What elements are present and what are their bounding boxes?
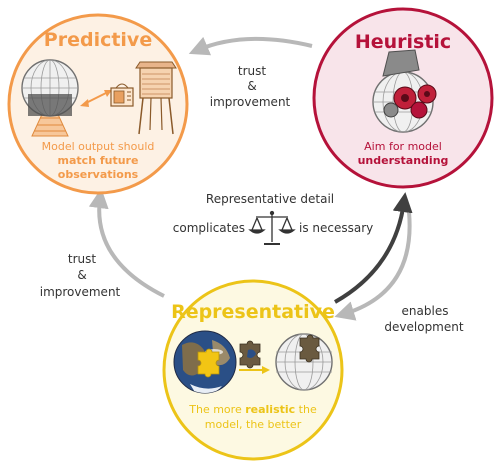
center-balance-group: Representative detail complicates is nec… (173, 192, 373, 245)
top-label-line3: improvement (210, 95, 291, 109)
heuristic-desc-bold: understanding (358, 154, 449, 167)
arrow-representative-to-heuristic (334, 192, 413, 304)
left-label-line3: improvement (40, 285, 121, 299)
radio-icon (110, 83, 134, 107)
earth-icon (173, 330, 237, 394)
left-label-line1: trust (68, 252, 96, 266)
patched-globe-icon (275, 333, 333, 391)
right-arrow-label: enables development (384, 304, 463, 334)
arrow-heuristic-to-representative (334, 211, 412, 321)
center-left-label: complicates (173, 221, 245, 235)
predictive-node: Predictive (7, 13, 189, 195)
puzzle-piece-icon (239, 340, 261, 369)
center-heading: Representative detail (206, 192, 334, 206)
left-label-line2: & (77, 268, 86, 282)
heuristic-title: Heuristic (355, 31, 451, 53)
opened-globe-icon (372, 49, 437, 133)
top-arrow-label: trust & improvement (210, 64, 291, 109)
right-label-line1: enables (402, 304, 449, 318)
balance-scale-icon (248, 210, 296, 245)
predictive-desc-line1: Model output should (42, 140, 155, 153)
arrow-heuristic-to-predictive (188, 36, 313, 56)
heuristic-node: Heuristic Aim for model understanding (312, 7, 494, 189)
globe-icon (21, 59, 79, 137)
representative-desc-line1: The more realistic the (188, 403, 317, 416)
weather-station-icon (135, 61, 177, 135)
representative-title: Representative (171, 301, 335, 323)
representative-desc-line2: model, the better (205, 418, 302, 431)
representative-node: Representative The more (162, 279, 344, 461)
arrow-representative-to-predictive (88, 188, 165, 298)
right-label-line2: development (384, 320, 463, 334)
predictive-desc-bold2: observations (58, 168, 139, 181)
top-label-line1: trust (238, 64, 266, 78)
top-label-line2: & (247, 79, 256, 93)
predictive-desc-bold1: match future (58, 154, 139, 167)
left-arrow-label: trust & improvement (40, 252, 121, 299)
predictive-title: Predictive (44, 29, 152, 51)
heuristic-desc-line1: Aim for model (364, 140, 442, 153)
center-right-label: is necessary (299, 221, 373, 235)
